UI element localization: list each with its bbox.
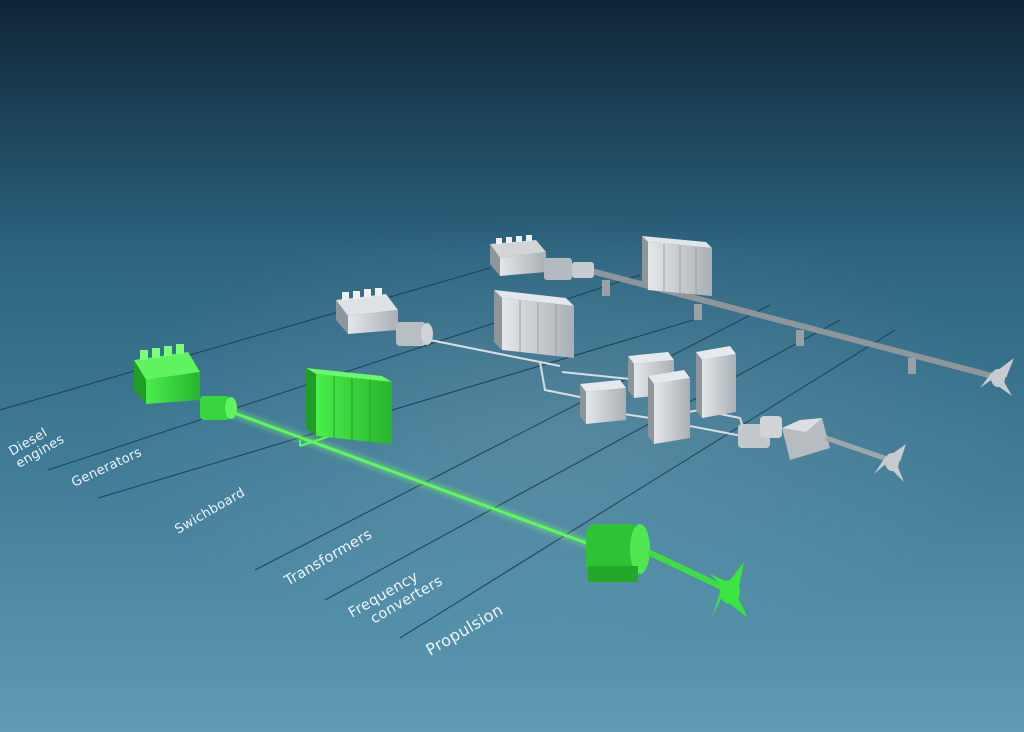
front-row-equipment [134, 344, 748, 618]
front-shaft [646, 549, 726, 591]
middle-row-equipment [336, 288, 906, 482]
middle-generator [396, 322, 433, 346]
front-propulsion-motor [586, 524, 650, 582]
guide-line-frequency-converters [324, 319, 841, 601]
back-cabinet [642, 236, 712, 296]
middle-cable-loop [539, 361, 746, 437]
back-diesel-engine [490, 235, 546, 276]
middle-propulsion-motors [738, 416, 830, 460]
guide-line-propulsion [399, 329, 896, 639]
guide-line-switchboard [97, 317, 701, 499]
back-generator [544, 258, 594, 280]
front-propeller [710, 562, 748, 618]
guide-line-diesel-engines [0, 267, 491, 411]
middle-propeller [874, 444, 906, 482]
middle-switchboard [494, 290, 574, 358]
middle-diesel-engine [336, 288, 398, 334]
shaft-bearings [602, 280, 916, 374]
back-propeller [980, 358, 1014, 396]
middle-transformer-1 [580, 380, 626, 424]
middle-frequency-converter-2 [696, 346, 736, 418]
guide-line-transformers [254, 304, 771, 571]
front-cable [225, 408, 601, 550]
middle-frequency-converter-1 [648, 370, 690, 444]
front-diesel-engine [134, 344, 200, 404]
middle-shaft [825, 435, 891, 463]
front-generator [200, 396, 237, 420]
back-row-equipment [490, 235, 1014, 396]
front-switchboard [306, 368, 392, 444]
